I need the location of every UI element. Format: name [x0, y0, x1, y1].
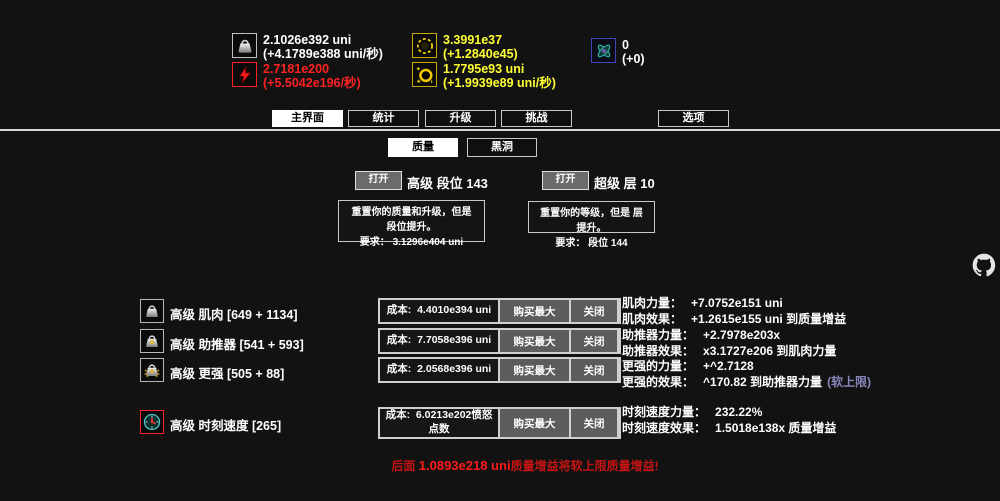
tier-req-label: 要求：: [555, 238, 586, 249]
stronger-close-button[interactable]: 关闭: [571, 359, 617, 381]
warning-suffix: 质量增益将软上限质量增益!: [510, 459, 659, 473]
booster-weight-icon: [140, 329, 164, 353]
booster-cost-group: 成本: 7.7058e396 uni 购买最大 关闭: [378, 328, 621, 354]
booster-cost: 成本: 7.7058e396 uni: [380, 330, 498, 352]
black-hole-value: 1.7795e93 uni: [443, 62, 525, 76]
tick-speed-clock-icon: [140, 410, 164, 434]
mass-icon: [232, 33, 257, 58]
resource-tickspeed: 3.3991e37 (+1.2840e45): [412, 33, 518, 61]
warning-number: 1.0893e218 uni: [418, 458, 511, 473]
rank-title: 高级 段位 143: [407, 176, 488, 191]
tick-speed-cost: 成本: 6.0213e202愤怒点数: [380, 409, 498, 437]
tab-upgrades[interactable]: 升级: [425, 110, 496, 127]
resource-black-hole: 1.7795e93 uni (+1.9939e89 uni/秒): [412, 62, 556, 90]
subtab-mass[interactable]: 质量: [388, 138, 458, 157]
booster-buy-max-button[interactable]: 购买最大: [500, 330, 569, 352]
tick-speed-cost-group: 成本: 6.0213e202愤怒点数 购买最大 关闭: [378, 407, 621, 439]
booster-effects: 助推器力量：+2.7978e203x 助推器效果：x3.1727e206 到肌肉…: [622, 328, 837, 358]
rank-requirement-box: 重置你的质量和升级，但是 段位提升。 要求： 3.1296e404 uni: [338, 200, 485, 248]
tier-desc: 重置你的等级，但是 层提升。: [540, 208, 643, 234]
stronger-cost-group: 成本: 2.0568e396 uni 购买最大 关闭: [378, 357, 621, 383]
rank-desc: 重置你的质量和升级，但是 段位提升。: [351, 207, 472, 233]
mass-rate: (+4.1789e388 uni/秒): [263, 47, 383, 61]
tick-speed-close-button[interactable]: 关闭: [571, 409, 617, 437]
booster-name: 高级 助推器 [541 + 593]: [170, 338, 304, 352]
mass-value: 2.1026e392 uni: [263, 33, 352, 47]
rage-value: 2.7181e200: [263, 62, 330, 76]
muscle-cost: 成本: 4.4010e394 uni: [380, 300, 498, 322]
rage-lightning-icon: [232, 62, 257, 87]
atom-rate: (+0): [622, 52, 645, 66]
github-octocat-icon: [972, 253, 996, 277]
tier-open-button[interactable]: 打开: [542, 171, 589, 190]
muscle-effects: 肌肉力量：+7.0752e151 uni 肌肉效果：+1.2615e155 un…: [622, 296, 847, 326]
muscle-buy-max-button[interactable]: 购买最大: [500, 300, 569, 322]
stronger-name: 高级 更强 [505 + 88]: [170, 367, 285, 381]
tickspeed-value: 3.3991e37: [443, 33, 503, 47]
black-hole-rate: (+1.9939e89 uni/秒): [443, 76, 556, 90]
dashed-circle-icon: [412, 33, 437, 58]
stronger-weight-icon: [140, 358, 164, 382]
tier-req-value: 段位 144: [588, 238, 628, 249]
stronger-effects: 更强的力量：+^2.7128 更强的效果：^170.82 到助推器力量(软上限): [622, 359, 872, 389]
softcap-note: (软上限): [827, 374, 872, 389]
tab-statistics[interactable]: 统计: [348, 110, 419, 127]
resource-atom: 0 (+0): [591, 38, 645, 66]
rank-req-label: 要求：: [359, 237, 390, 248]
tab-options[interactable]: 选项: [658, 110, 729, 127]
tab-challenges[interactable]: 挑战: [501, 110, 572, 127]
tab-main[interactable]: 主界面: [272, 110, 343, 127]
tick-speed-name: 高级 时刻速度 [265]: [170, 419, 282, 433]
resource-mass: 2.1026e392 uni (+4.1789e388 uni/秒): [232, 33, 383, 61]
stronger-buy-max-button[interactable]: 购买最大: [500, 359, 569, 381]
atom-icon: [591, 38, 616, 63]
rank-req-value: 3.1296e404 uni: [392, 237, 464, 248]
booster-close-button[interactable]: 关闭: [571, 330, 617, 352]
github-link[interactable]: [971, 251, 997, 279]
muscle-name: 高级 肌肉 [649 + 1134]: [170, 308, 298, 322]
atom-value: 0: [622, 38, 629, 52]
muscle-close-button[interactable]: 关闭: [571, 300, 617, 322]
header-divider: [0, 129, 1000, 131]
muscle-weight-icon: [140, 299, 164, 323]
tier-requirement-box: 重置你的等级，但是 层提升。 要求： 段位 144: [528, 201, 655, 249]
muscle-cost-group: 成本: 4.4010e394 uni 购买最大 关闭: [378, 298, 621, 324]
rank-open-button[interactable]: 打开: [355, 171, 402, 190]
stronger-cost: 成本: 2.0568e396 uni: [380, 359, 498, 381]
warning-prefix: 后面: [391, 459, 419, 473]
resource-rage-power: 2.7181e200 (+5.5042e196/秒): [232, 62, 361, 90]
tick-speed-effects: 时刻速度力量：232.22% 时刻速度效果：1.5018e138x 质量增益: [622, 405, 837, 435]
softcap-warning: 后面 1.0893e218 uni质量增益将软上限质量增益!: [25, 457, 1000, 474]
black-hole-icon: [412, 62, 437, 87]
tick-speed-buy-max-button[interactable]: 购买最大: [500, 409, 569, 437]
subtab-black-hole[interactable]: 黑洞: [467, 138, 537, 157]
tier-title: 超级 层 10: [594, 176, 655, 191]
rage-rate: (+5.5042e196/秒): [263, 76, 361, 90]
tickspeed-rate: (+1.2840e45): [443, 47, 518, 61]
